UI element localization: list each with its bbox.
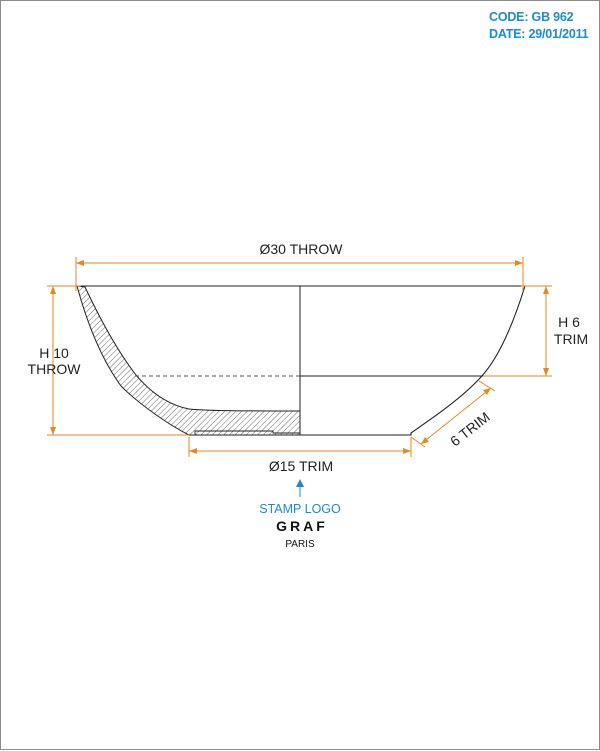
date-label: DATE: 29/01/2011 — [489, 27, 589, 41]
bowl-outline-right — [300, 285, 526, 436]
diameter-throw-label: Ø30 THROW — [260, 241, 344, 257]
height-throw-label-1: H 10 — [39, 345, 69, 361]
foot-recess — [194, 430, 300, 435]
slant-trim-label: 6 TRIM — [447, 409, 493, 450]
height-trim-label-2: TRIM — [554, 331, 588, 347]
diameter-trim-dimension: Ø15 TRIM — [188, 437, 412, 474]
stamp-arrow — [296, 479, 304, 497]
diameter-trim-label: Ø15 TRIM — [269, 458, 333, 474]
height-throw-dimension: H 10 THROW — [28, 285, 189, 436]
drawing-meta: CODE: GB 962 DATE: 29/01/2011 — [489, 9, 589, 43]
height-trim-label-1: H 6 — [558, 314, 580, 330]
code-label: CODE: GB 962 — [489, 10, 574, 24]
stamp-logo-label: STAMP LOGO — [259, 502, 341, 516]
brand-city: PARIS — [285, 539, 315, 550]
brand-name: GRAF — [276, 518, 328, 534]
height-trim-dimension: H 6 TRIM — [483, 285, 588, 377]
diameter-throw-dimension: Ø30 THROW — [75, 241, 524, 291]
bowl-wall-section — [76, 285, 301, 436]
slant-trim-dimension: 6 TRIM — [410, 380, 496, 450]
height-throw-label-2: THROW — [28, 361, 82, 377]
